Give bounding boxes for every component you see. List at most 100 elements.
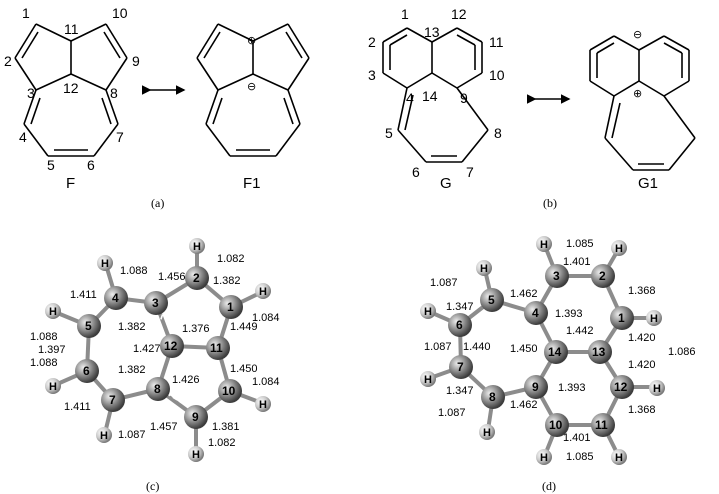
F-num-6: 6 — [87, 157, 95, 173]
d-bond-18: 1.368 — [628, 404, 656, 416]
c-atom-12: 12 — [164, 339, 178, 353]
c-bond-2: 1.456 — [158, 271, 186, 283]
G-num-6: 6 — [412, 164, 420, 180]
c-bond-10: 1.397 — [38, 344, 66, 356]
G-atom-numbers: 1 2 3 4 5 6 7 8 9 10 11 12 13 14 G ⊖ ⊕ G… — [368, 6, 658, 210]
d-h-6: H — [424, 306, 432, 318]
d-bond-0: 1.085 — [566, 238, 594, 250]
c-bond-3: 1.088 — [120, 265, 148, 277]
c-atom-4: 4 — [112, 291, 119, 305]
c-bond-0: 1.082 — [217, 253, 245, 265]
c-bond-7: 1.449 — [230, 321, 258, 333]
c-bond-16: 1.084 — [252, 376, 280, 388]
F1-plus-charge: ⊕ — [247, 34, 256, 47]
c-atom-8: 8 — [154, 382, 161, 396]
d-bond-5: 1.347 — [446, 301, 474, 313]
d-bond-19: 1.401 — [563, 432, 591, 444]
F-num-1: 1 — [22, 5, 30, 21]
c-atom-9: 9 — [192, 410, 199, 424]
d-atom-10: 10 — [549, 418, 563, 432]
d-h-3: H — [540, 239, 548, 251]
d-h-5: H — [480, 263, 488, 275]
d-atom-11: 11 — [595, 418, 608, 432]
G1-minus-charge: ⊖ — [633, 28, 642, 41]
c-bond-13: 1.382 — [118, 364, 146, 376]
G-num-7: 7 — [466, 164, 474, 180]
c-bond-8: 1.084 — [252, 312, 280, 324]
d-atom-2: 2 — [599, 269, 606, 283]
panel-a — [14, 23, 310, 157]
d-atom-3: 3 — [553, 269, 560, 283]
F-num-9: 9 — [132, 53, 140, 69]
panel-d-model — [420, 236, 665, 465]
d-atom-13: 13 — [592, 345, 606, 359]
structure-F1 — [196, 23, 310, 157]
c-atom-11: 11 — [210, 341, 223, 355]
G-caption: G — [440, 175, 452, 192]
d-h-12: H — [653, 383, 661, 395]
G-num-2: 2 — [368, 34, 376, 50]
d-bond-12: 1.086 — [668, 346, 696, 358]
F-num-4: 4 — [19, 129, 27, 145]
c-h-1: H — [259, 286, 267, 298]
F-num-12: 12 — [63, 80, 79, 96]
c-bond-4: 1.411 — [70, 289, 97, 301]
panel-c-text: 1 2 3 4 5 6 7 8 9 10 11 12 H H H H H H H… — [30, 241, 280, 493]
d-h-7: H — [424, 374, 432, 386]
panel-d-text: 1 2 3 4 5 6 7 8 9 10 11 12 13 14 H H H H… — [424, 238, 696, 493]
c-bond-19: 1.381 — [212, 421, 240, 433]
c-bond-18: 1.457 — [150, 421, 178, 433]
d-atom-14: 14 — [548, 345, 562, 359]
F-num-7: 7 — [116, 129, 124, 145]
c-atom-10: 10 — [222, 384, 236, 398]
d-atom-9: 9 — [532, 380, 539, 394]
d-bond-7: 1.442 — [566, 325, 594, 337]
d-atom-5: 5 — [488, 293, 495, 307]
d-atom-6: 6 — [456, 318, 463, 332]
panel-c-carbons — [75, 266, 243, 429]
d-bond-2: 1.087 — [430, 277, 458, 289]
d-h-11: H — [615, 452, 623, 464]
d-bond-6: 1.393 — [555, 308, 583, 320]
panel-d-label: (d) — [542, 479, 556, 493]
d-bond-8: 1.087 — [424, 341, 452, 353]
panel-b — [382, 27, 696, 171]
d-bond-14: 1.347 — [446, 385, 474, 397]
structure-G — [382, 27, 489, 163]
F1-minus-charge: ⊖ — [247, 80, 256, 93]
c-h-5: H — [49, 306, 57, 318]
d-bond-20: 1.085 — [566, 451, 594, 463]
G-num-5: 5 — [385, 125, 393, 141]
d-h-8: H — [483, 427, 491, 439]
panel-c-hydrogens — [45, 238, 271, 462]
d-h-2: H — [615, 243, 623, 255]
d-h-10: H — [540, 452, 548, 464]
c-bond-12: 1.088 — [30, 357, 58, 369]
d-atom-7: 7 — [457, 360, 464, 374]
F1-caption: F1 — [243, 175, 261, 192]
F-num-8: 8 — [110, 85, 118, 101]
d-bond-16: 1.087 — [438, 407, 466, 419]
c-h-10: H — [259, 399, 267, 411]
c-bond-17: 1.411 — [64, 401, 91, 413]
F-caption: F — [66, 175, 75, 192]
c-bond-5: 1.382 — [118, 321, 146, 333]
F-num-3: 3 — [27, 85, 35, 101]
d-bond-17: 1.462 — [510, 399, 538, 411]
c-h-6: H — [49, 381, 57, 393]
d-atom-8: 8 — [489, 390, 496, 404]
panel-b-label: (b) — [543, 196, 557, 210]
panel-d-carbons — [448, 264, 634, 437]
c-h-2: H — [193, 241, 201, 253]
structure-F — [14, 23, 128, 157]
d-bond-9: 1.440 — [463, 341, 491, 353]
c-atom-2: 2 — [193, 271, 200, 285]
c-atom-3: 3 — [152, 296, 159, 310]
G-num-8: 8 — [494, 125, 502, 141]
c-atom-5: 5 — [85, 319, 92, 333]
G-num-14: 14 — [422, 88, 438, 104]
c-bond-21: 1.082 — [208, 437, 236, 449]
G-num-13: 13 — [424, 24, 440, 40]
panel-c-model — [45, 238, 271, 462]
